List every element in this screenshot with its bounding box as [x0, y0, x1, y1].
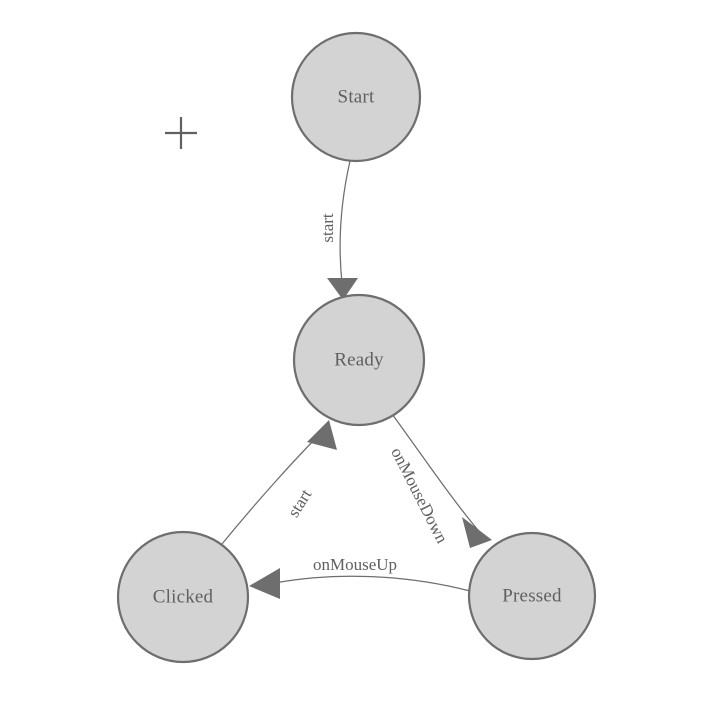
edge-label-pressed-to-clicked: onMouseUp	[313, 555, 397, 574]
edge-clicked-to-ready[interactable]: start	[221, 420, 337, 545]
edge-start-to-ready[interactable]: start	[318, 160, 358, 300]
edge-label-start-to-ready: start	[318, 213, 337, 243]
node-pressed[interactable]: Pressed	[467, 531, 597, 661]
node-start-shape[interactable]	[290, 31, 422, 163]
edge-pressed-to-clicked[interactable]: onMouseUp	[249, 555, 471, 599]
arrowhead-pressed-to-clicked	[249, 568, 280, 599]
edge-path-pressed-to-clicked	[274, 575, 471, 592]
node-clicked-label: Clicked	[153, 586, 214, 607]
node-ready[interactable]: Ready	[292, 293, 426, 427]
edge-path-ready-to-pressed	[391, 413, 484, 537]
node-pressed-label: Pressed	[502, 585, 562, 606]
node-clicked-shape[interactable]	[116, 530, 250, 664]
edge-label-ready-to-pressed: onMouseDown	[387, 444, 452, 546]
edge-ready-to-pressed[interactable]: onMouseDown	[387, 413, 492, 548]
edge-path-clicked-to-ready	[221, 431, 323, 545]
arrowhead-ready-to-pressed	[462, 517, 492, 548]
arrowhead-start-to-ready	[327, 278, 358, 300]
node-pressed-shape[interactable]	[467, 531, 597, 661]
cross-marker[interactable]	[165, 117, 197, 149]
edge-label-clicked-to-ready: start	[284, 485, 316, 520]
node-clicked[interactable]: Clicked	[116, 530, 250, 664]
arrowhead-clicked-to-ready	[307, 420, 337, 450]
edge-path-start-to-ready	[339, 160, 351, 284]
node-ready-shape[interactable]	[292, 293, 426, 427]
node-start-label: Start	[338, 86, 375, 107]
node-ready-label: Ready	[334, 349, 384, 370]
node-start[interactable]: Start	[290, 31, 422, 163]
